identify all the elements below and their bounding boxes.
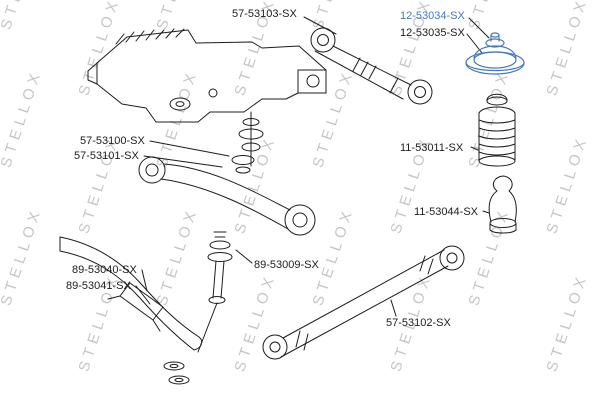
control-arm-rear-eye [284, 204, 316, 236]
subframe-outline [96, 29, 327, 123]
lower-rod-eye-left [262, 334, 288, 360]
part-label-12-53035-sx: 12-53035-SX [400, 27, 465, 39]
upper-rod-eye-right [407, 79, 433, 105]
part-label-57-53102-sx: 57-53102-SX [386, 317, 451, 329]
part-label-89-53040-sx: 89-53040-SX [72, 264, 137, 276]
part-label-89-53041-sx: 89-53041-SX [66, 280, 131, 292]
part-label-12-53034-sx[interactable]: 12-53034-SX [400, 10, 465, 22]
bump-stop [488, 175, 517, 223]
part-label-57-53103-sx: 57-53103-SX [232, 8, 297, 20]
stabilizer-bar [59, 236, 200, 338]
part-label-11-53011-sx: 11-53011-SX [400, 142, 464, 154]
lower-rod-eye-right [439, 245, 465, 271]
strut-mount [465, 32, 525, 75]
leader-lines [135, 16, 490, 317]
part-label-57-53101-sx: 57-53101-SX [74, 150, 139, 162]
part-label-11-53044-sx: 11-53044-SX [414, 206, 479, 218]
dust-boot [486, 96, 508, 106]
part-label-89-53009-sx: 89-53009-SX [254, 259, 319, 271]
upper-rod-eye-left [310, 27, 336, 53]
stabilizer-link [213, 231, 227, 238]
part-label-57-53100-sx: 57-53100-SX [80, 135, 145, 147]
